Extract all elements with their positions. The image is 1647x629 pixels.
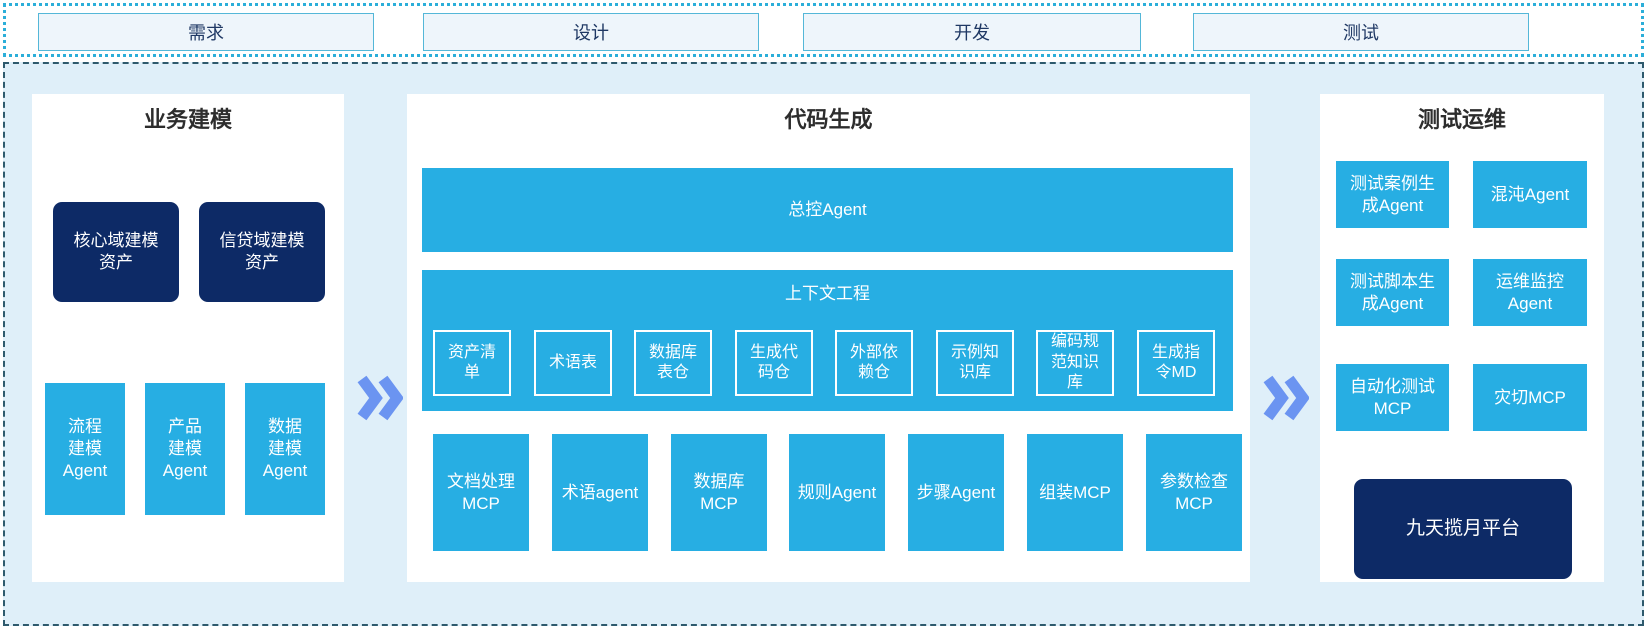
panel-business-modeling: 业务建模 核心域建模 资产 信贷域建模 资产 流程 建模 Agent 产品 建模… bbox=[32, 94, 344, 582]
box-parameter-check-mcp: 参数检查 MCP bbox=[1146, 434, 1242, 551]
box-test-case-generation-agent: 测试案例生 成Agent bbox=[1336, 161, 1449, 228]
box-database-table-repo: 数据库 表仓 bbox=[634, 330, 712, 396]
box-external-dependency-repo: 外部依 赖仓 bbox=[835, 330, 913, 396]
box-generation-instruction-md: 生成指 令MD bbox=[1137, 330, 1215, 396]
phase-strip: 需求 设计 开发 测试 bbox=[3, 3, 1644, 57]
box-generated-code-repo: 生成代 码仓 bbox=[735, 330, 813, 396]
box-assembly-mcp: 组装MCP bbox=[1027, 434, 1123, 551]
box-terminology-agent: 术语agent bbox=[552, 434, 648, 551]
panel-title: 代码生成 bbox=[784, 107, 873, 132]
box-master-control-agent: 总控Agent bbox=[422, 168, 1233, 252]
panel-title: 测试运维 bbox=[1417, 107, 1506, 132]
panel-code-generation: 代码生成 总控Agent 上下文工程 资产清 单 术语表 数据库 表仓 生成代 … bbox=[407, 94, 1250, 582]
box-asset-list: 资产清 单 bbox=[433, 330, 511, 396]
box-disaster-switch-mcp: 灾切MCP bbox=[1473, 364, 1587, 431]
box-data-modeling-agent: 数据 建模 Agent bbox=[245, 383, 325, 515]
box-automated-testing-mcp: 自动化测试 MCP bbox=[1336, 364, 1449, 431]
flow-arrow-icon bbox=[357, 372, 404, 424]
box-test-script-generation-agent: 测试脚本生 成Agent bbox=[1336, 259, 1449, 326]
phase-box-design: 设计 bbox=[423, 13, 759, 51]
context-engineering-title: 上下文工程 bbox=[785, 284, 870, 303]
box-example-knowledge-base: 示例知 识库 bbox=[936, 330, 1014, 396]
box-document-processing-mcp: 文档处理 MCP bbox=[433, 434, 529, 551]
box-product-modeling-agent: 产品 建模 Agent bbox=[145, 383, 225, 515]
panel-title: 业务建模 bbox=[143, 107, 232, 132]
context-engineering-block: 上下文工程 资产清 单 术语表 数据库 表仓 生成代 码仓 外部依 赖仓 示例知… bbox=[422, 270, 1233, 411]
box-core-domain-modeling-assets: 核心域建模 资产 bbox=[53, 202, 179, 302]
box-coding-standard-knowledge-base: 编码规 范知识 库 bbox=[1036, 330, 1114, 396]
main-canvas: 业务建模 核心域建模 资产 信贷域建模 资产 流程 建模 Agent 产品 建模… bbox=[3, 62, 1644, 626]
box-jiutian-lanyue-platform: 九天揽月平台 bbox=[1354, 479, 1572, 579]
phase-box-testing: 测试 bbox=[1193, 13, 1529, 51]
box-ops-monitoring-agent: 运维监控 Agent bbox=[1473, 259, 1587, 326]
flow-arrow-icon bbox=[1263, 372, 1310, 424]
box-database-mcp: 数据库 MCP bbox=[671, 434, 767, 551]
box-process-modeling-agent: 流程 建模 Agent bbox=[45, 383, 125, 515]
box-glossary: 术语表 bbox=[534, 330, 612, 396]
panel-test-operations: 测试运维 测试案例生 成Agent 混沌Agent 测试脚本生 成Agent 运… bbox=[1320, 94, 1604, 582]
phase-box-requirements: 需求 bbox=[38, 13, 374, 51]
box-steps-agent: 步骤Agent bbox=[908, 434, 1004, 551]
phase-box-development: 开发 bbox=[803, 13, 1141, 51]
box-chaos-agent: 混沌Agent bbox=[1473, 161, 1587, 228]
box-credit-domain-modeling-assets: 信贷域建模 资产 bbox=[199, 202, 325, 302]
box-rules-agent: 规则Agent bbox=[789, 434, 885, 551]
